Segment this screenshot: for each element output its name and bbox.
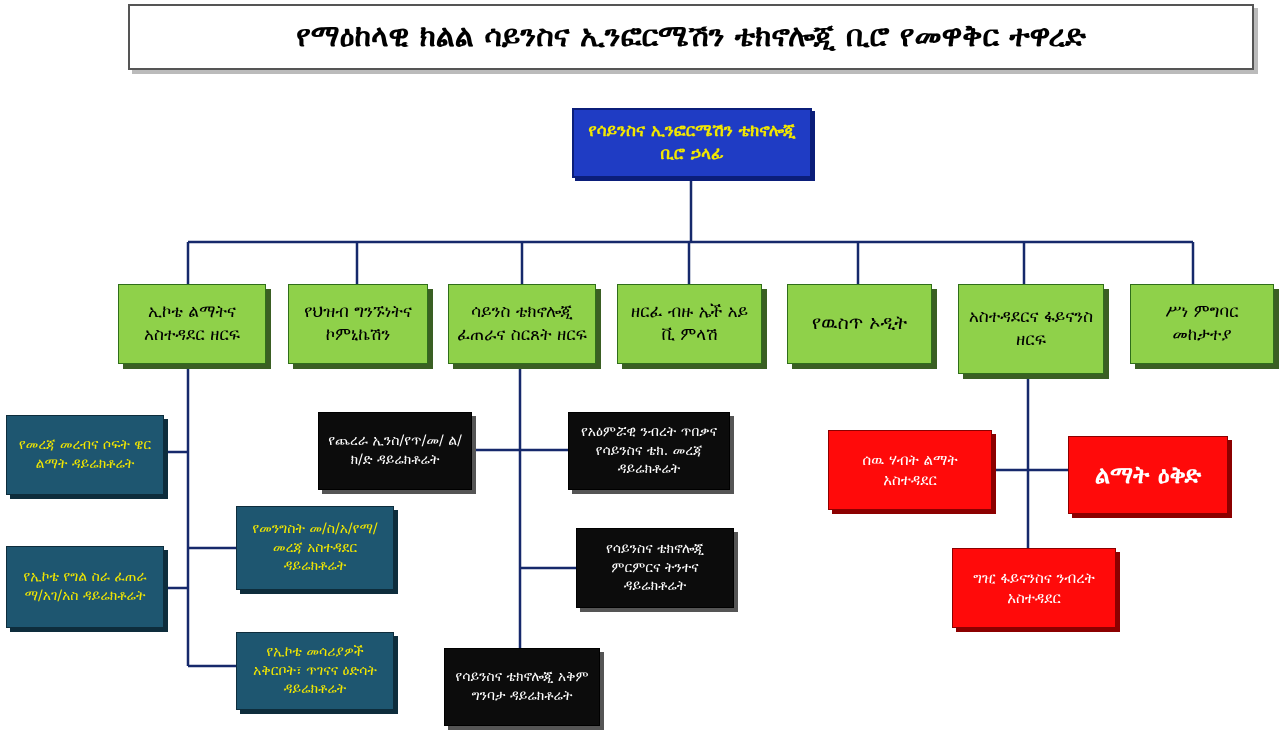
branch-ethics: ሥነ ምግባር መከታተያ [1130, 284, 1274, 364]
bureau-head-banner: የሳይንስና ኢንፎርሜሽን ቴክኖሎጂ ቢሮ ኃላፊ [572, 108, 812, 178]
page-title: የማዕከላዊ ክልል ሳይንስና ኢንፎርሜሽን ቴክኖሎጂ ቢሮ የመዋቅር … [128, 4, 1254, 70]
branch-hiv-response: ዘርፈ ብዙ ኤች አይ ቪ ምላሽ [617, 284, 762, 364]
directorate-gov-info: የመንግስት መ/ስ/አ/የማ/ መረጃ አስተዳደር ዳይሬክቶሬት [236, 506, 394, 590]
branch-ict: ኢኮቴ ልማትና አስተዳደር ዘርፍ [118, 284, 266, 364]
directorate-capacity-building: የሳይንስና ቴክኖሎጂ አቅም ግንባታ ዳይሬክቶሬት [444, 648, 600, 726]
directorate-ict-private: የኢኮቴ የግል ስራ ፈጠራ ማ/አገ/አስ ዳይሬክቶሬት [6, 546, 164, 628]
branch-science-tech: ሳይንስ ቴክኖሎጂ ፈጠራና ስርጸት ዘርፍ [448, 284, 596, 364]
unit-procurement-finance: ግዢ ፋይናንስና ንብረት አስተዳደር [952, 548, 1116, 628]
directorate-network-software: የመረጃ መረብና ሶፍት ዌር ልማት ዳይሬክቶሬት [6, 415, 164, 495]
unit-human-resources: ሰዉ ሃብት ልማት አስተዳደር [828, 430, 992, 510]
directorate-ict-equipment: የኢኮቴ መሳሪያዎች አቅርቦት፣ ጥገናና ዕድሳት ዳይሬክቶሬት [236, 632, 394, 710]
branch-public-relations: የህዝብ ግንኙነትና ኮምኒኬሽን [288, 284, 428, 364]
branch-internal-audit: የዉስጥ ኦዲት [787, 284, 932, 364]
directorate-radiation: የጨረራ ኢንስ/የጥ/መ/ ል/ክ/ድ ዳይሬክቶሬት [318, 412, 472, 490]
directorate-research-analysis: የሳይንስና ቴክኖሎጂ ምርምርና ትንተና ዳይሬክቶሬት [576, 528, 734, 608]
branch-admin-finance: አስተዳደርና ፋይናንስ ዘርፍ [958, 284, 1104, 374]
directorate-intellectual-property: የአዕምሯዊ ንብረት ጥበቃና የሳይንስና ቴክ. መረጃ ዳይሬክቶሬት [568, 412, 730, 490]
unit-development-plan: ልማት ዕቅድ [1068, 436, 1228, 514]
